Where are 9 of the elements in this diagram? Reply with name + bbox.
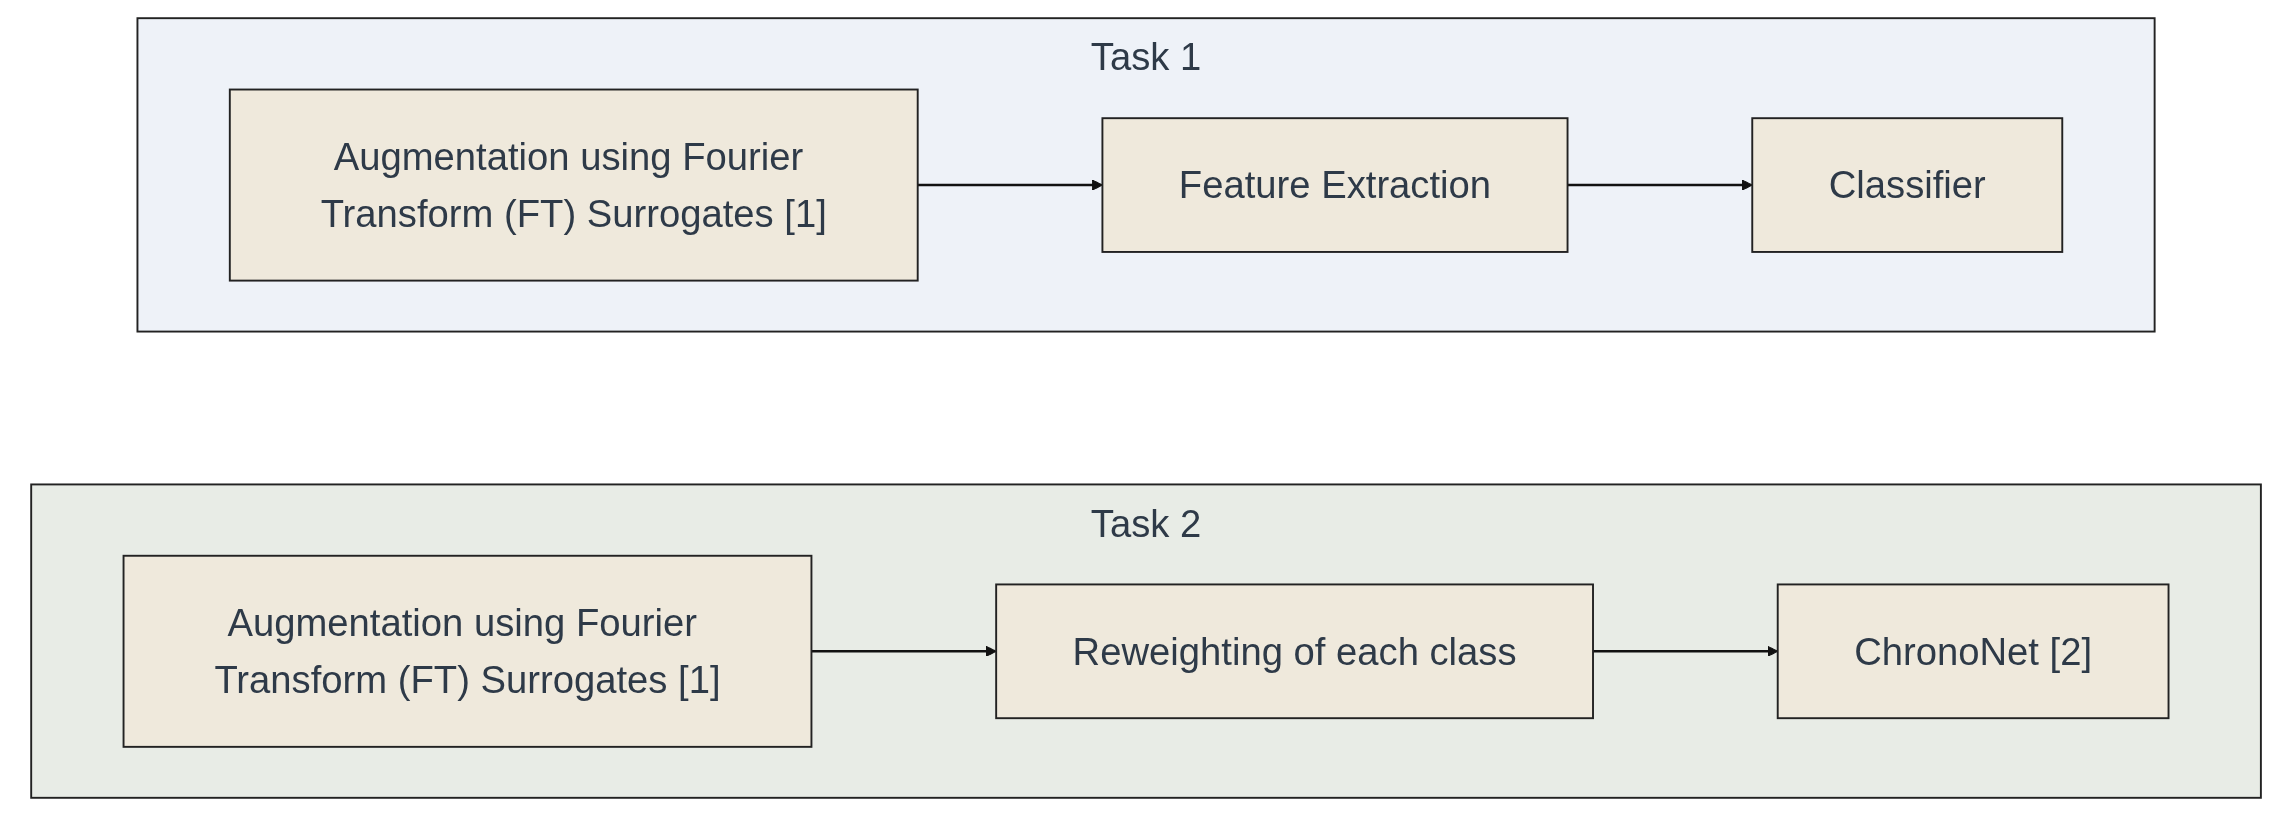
arrow <box>1567 178 1753 191</box>
node-box: Augmentation using Fourier Transform (FT) Surrogates [1] <box>122 554 813 748</box>
node-box: Augmentation using Fourier Transform (FT) Surrogates [1] <box>228 88 919 282</box>
arrow <box>811 645 997 657</box>
node-box: Feature Extraction <box>1101 116 1569 253</box>
node-box: Classifier <box>1751 116 2064 253</box>
node-box: ChronoNet [2] <box>1776 582 2170 719</box>
arrow <box>917 178 1103 191</box>
node-box: Reweighting of each class <box>995 582 1594 719</box>
